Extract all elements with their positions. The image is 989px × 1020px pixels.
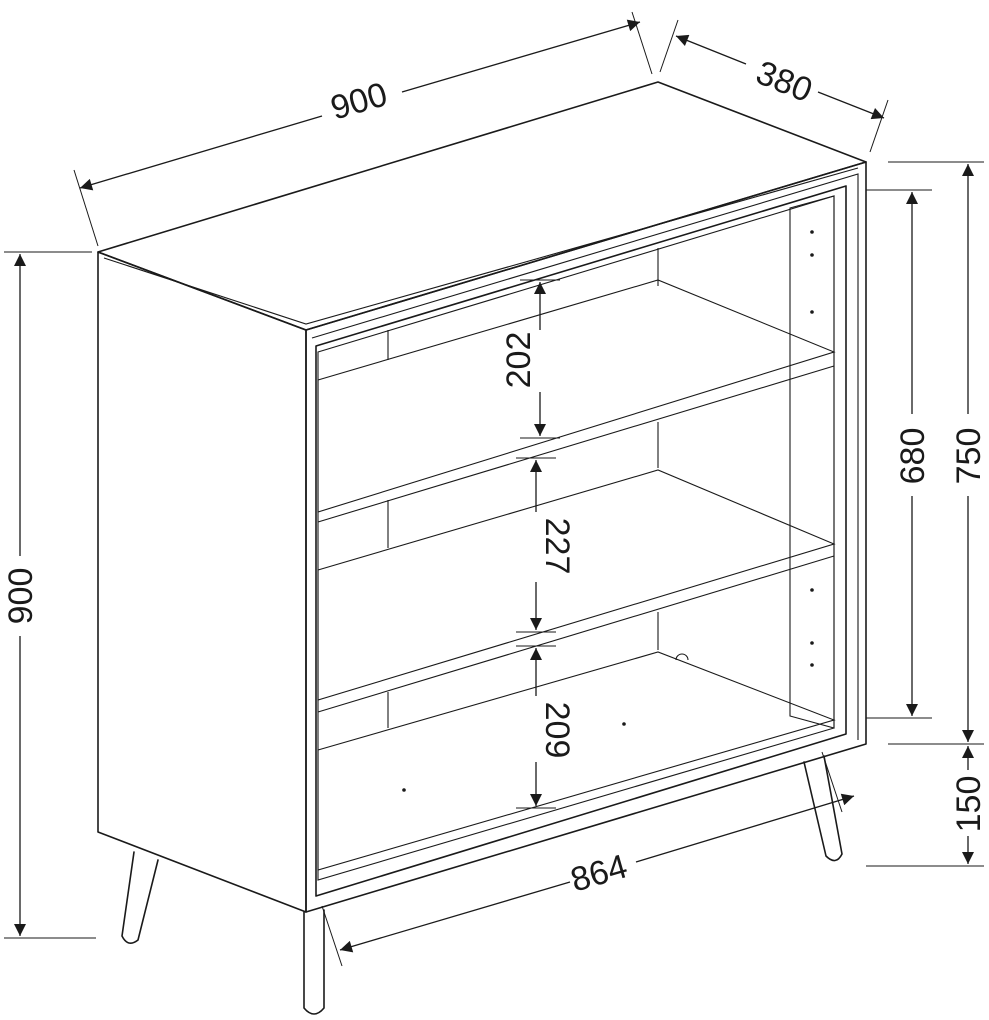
pin-hole xyxy=(810,588,814,592)
leg-back-left xyxy=(121,851,159,944)
label-interior-width: 864 xyxy=(566,847,631,899)
label-shelf-gap-middle: 227 xyxy=(538,518,576,575)
ext-line xyxy=(659,19,679,73)
pin-hole xyxy=(402,788,406,792)
dim-width-right xyxy=(401,19,641,93)
cabinet-body xyxy=(97,81,867,913)
leg-front-right xyxy=(803,755,843,862)
leg-front-left xyxy=(303,909,325,1015)
dim-width-left xyxy=(79,115,323,191)
shelf-top-front-edge xyxy=(317,365,835,523)
dim-depth-left xyxy=(675,34,747,65)
label-leg-height: 150 xyxy=(950,776,988,833)
label-shelf-gap-top: 202 xyxy=(500,332,538,389)
ext-line xyxy=(821,751,843,813)
pin-hole xyxy=(810,310,814,314)
shelf-bottom xyxy=(317,651,836,871)
dim-inner-width-left xyxy=(339,881,571,953)
label-body-height: 750 xyxy=(950,428,988,485)
pin-hole xyxy=(810,641,814,645)
dimension-labels: 900 380 900 680 750 150 202 227 209 864 xyxy=(2,54,988,900)
shelf-middle-front-edge xyxy=(317,555,835,713)
pin-hole xyxy=(810,253,814,257)
label-shelf-gap-bottom: 209 xyxy=(538,702,576,759)
front-frame-outer xyxy=(305,161,867,913)
pin-hole xyxy=(810,230,814,234)
label-overall-width: 900 xyxy=(326,75,391,127)
ext-line xyxy=(73,169,99,247)
ext-line xyxy=(631,11,653,75)
pin-hole xyxy=(810,663,814,667)
shelf-top xyxy=(317,279,836,513)
inner-right-wall xyxy=(789,195,835,729)
dim-inner-width-right xyxy=(635,793,855,863)
label-depth: 380 xyxy=(751,54,818,110)
shelf-pin-holes xyxy=(402,230,814,792)
shelves xyxy=(317,279,836,871)
legs xyxy=(121,755,843,1015)
left-side-panel xyxy=(97,251,307,913)
label-overall-height: 900 xyxy=(2,568,40,625)
dim-depth-right xyxy=(817,91,885,120)
shelf-middle xyxy=(317,469,836,701)
ext-line xyxy=(869,99,889,153)
pin-hole xyxy=(622,722,626,726)
ext-line xyxy=(321,905,343,967)
front-frame-bevel xyxy=(311,173,859,740)
cable-hole xyxy=(675,653,689,661)
dimension-lines xyxy=(4,11,984,967)
top-panel-edge xyxy=(103,167,859,325)
front-frame-inner xyxy=(315,185,847,897)
label-interior-height: 680 xyxy=(894,428,932,485)
